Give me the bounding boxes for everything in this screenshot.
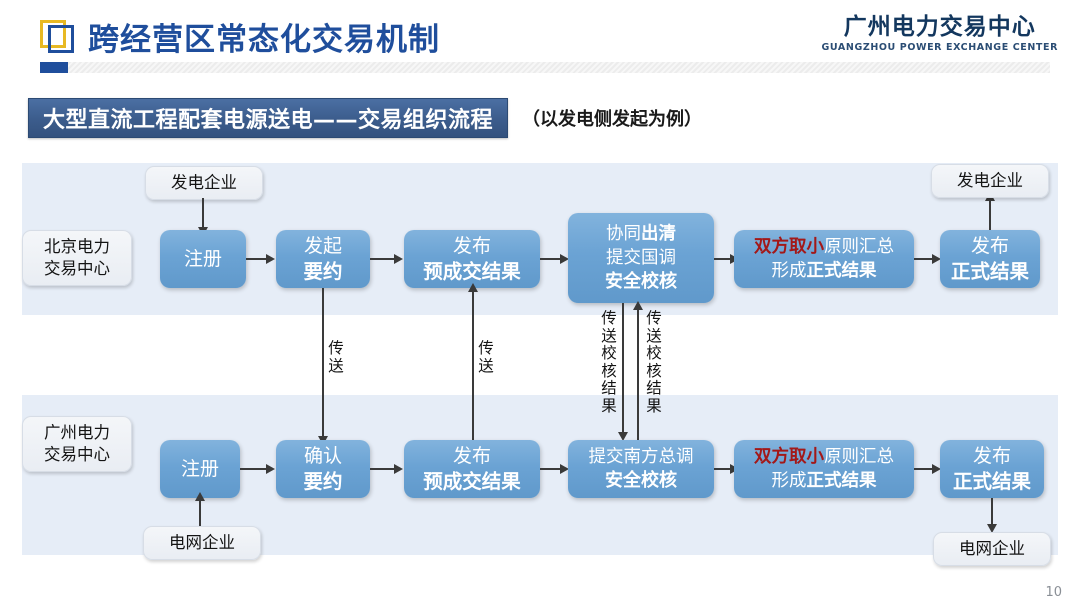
box-gz-confirm-offer[interactable]: 确认 要约: [276, 440, 370, 498]
box-gz-submit-south-dispatch[interactable]: 提交南方总调 安全校核: [568, 440, 714, 498]
connector-transmit-preresult: [472, 288, 474, 440]
box-line: 要约: [303, 469, 343, 493]
brand-name-en: GUANGZHOU POWER EXCHANGE CENTER: [821, 42, 1058, 53]
connector-aggregate-to-publishfinal-bottom: [914, 468, 936, 470]
connector-initiate-to-publishpre: [370, 258, 396, 260]
box-bj-register[interactable]: 注册: [160, 230, 246, 288]
box-bj-aggregate-final[interactable]: 双方取小原则汇总 形成正式结果: [734, 230, 914, 288]
box-line: 预成交结果: [423, 259, 521, 283]
box-line: 发布: [452, 444, 491, 467]
box-line: 注册: [180, 457, 219, 480]
header-divider-tab: [40, 62, 68, 73]
connector-register-to-confirm: [240, 468, 268, 470]
brand-name-cn: 广州电力交易中心: [843, 14, 1036, 40]
chip-gen-company-top-right: 发电企业: [931, 164, 1049, 198]
arrowhead-right: [932, 254, 941, 264]
arrowhead-down: [618, 432, 628, 441]
connector-submitsouth-to-aggregate: [714, 468, 734, 470]
box-line: 协同出清: [606, 224, 676, 244]
section-title-bar: 大型直流工程配套电源送电——交易组织流程: [28, 98, 509, 138]
box-line: 双方取小原则汇总: [754, 237, 894, 257]
box-line: 安全校核: [605, 271, 677, 292]
box-line: 正式结果: [952, 469, 1031, 493]
box-gz-register[interactable]: 注册: [160, 440, 240, 498]
arrowhead-right: [932, 464, 941, 474]
box-line: 要约: [303, 259, 343, 283]
box-bj-coordinated-clearing[interactable]: 协同出清 提交国调 安全校核: [568, 213, 714, 303]
arrowhead-up: [633, 301, 643, 310]
box-gz-aggregate-final[interactable]: 双方取小原则汇总 形成正式结果: [734, 440, 914, 498]
arrowhead-down: [987, 524, 997, 533]
page-number: 10: [1045, 585, 1062, 600]
arrowhead-up: [195, 492, 205, 501]
box-gz-publish-pre-result[interactable]: 发布 预成交结果: [404, 440, 540, 498]
connector-verify-up: [637, 308, 639, 440]
chip-guangzhou-exchange-center: 广州电力 交易中心: [22, 416, 132, 472]
box-line: 形成正式结果: [771, 261, 877, 281]
chip-beijing-exchange-center: 北京电力 交易中心: [22, 230, 132, 286]
slide-header: 跨经营区常态化交易机制 广州电力交易中心 GUANGZHOU POWER EXC…: [0, 0, 1080, 80]
arrowhead-right: [394, 464, 403, 474]
box-line: 注册: [183, 247, 222, 270]
box-line: 确认: [303, 444, 342, 467]
connector-publishpre-to-clearing: [540, 258, 562, 260]
box-line: 发布: [452, 234, 491, 257]
arrowhead-right: [560, 464, 569, 474]
arrowhead-up: [468, 283, 478, 292]
chip-gen-company-top-left: 发电企业: [145, 166, 263, 200]
box-bj-publish-final-result[interactable]: 发布 正式结果: [940, 230, 1040, 288]
box-line: 发起: [303, 234, 342, 257]
blue-square-shape: [48, 25, 74, 53]
label-verify-result-up: 传送校核结果: [646, 309, 662, 415]
connector-publishfinal-to-grid-bottom: [991, 498, 993, 526]
connector-gen-to-register-top: [202, 198, 204, 229]
chip-grid-company-bottom-left: 电网企业: [143, 526, 261, 560]
header-divider: [40, 62, 1050, 73]
connector-clearing-to-aggregate: [714, 258, 734, 260]
connector-transmit-offer: [322, 288, 324, 440]
double-square-icon: [40, 20, 80, 60]
label-verify-result-down: 传送校核结果: [601, 309, 617, 415]
label-transmit-1: 传送: [328, 339, 344, 375]
box-line: 安全校核: [605, 470, 677, 491]
page-title: 跨经营区常态化交易机制: [88, 22, 440, 58]
box-line: 双方取小原则汇总: [754, 447, 894, 467]
flow-diagram: 发电企业 北京电力 交易中心 注册 发起 要约 发布 预成交结果 协同出清 提交…: [0, 150, 1080, 590]
arrowhead-right: [266, 254, 275, 264]
connector-grid-to-register: [199, 498, 201, 526]
arrowhead-right: [394, 254, 403, 264]
connector-confirm-to-publishpre: [370, 468, 396, 470]
box-line: 形成正式结果: [771, 471, 877, 491]
box-gz-publish-final-result[interactable]: 发布 正式结果: [940, 440, 1044, 498]
label-transmit-2: 传送: [478, 339, 494, 375]
box-line: 预成交结果: [423, 469, 521, 493]
connector-register-to-initiate: [246, 258, 268, 260]
gold-square-shape: [40, 20, 66, 48]
connector-publishpre-to-submitsouth: [540, 468, 562, 470]
connector-aggregate-to-publishfinal: [914, 258, 936, 260]
box-line: 发布: [970, 234, 1009, 257]
section-note: （以发电侧发起为例）: [522, 109, 703, 130]
box-bj-initiate-offer[interactable]: 发起 要约: [276, 230, 370, 288]
box-line: 提交南方总调: [588, 447, 694, 467]
connector-verify-down: [622, 303, 624, 435]
box-line: 发布: [972, 444, 1011, 467]
arrowhead-right: [266, 464, 275, 474]
box-line: 正式结果: [950, 259, 1029, 283]
chip-grid-company-bottom-right: 电网企业: [933, 532, 1051, 566]
brand-logo: 广州电力交易中心 GUANGZHOU POWER EXCHANGE CENTER: [822, 14, 1058, 54]
box-bj-publish-pre-result[interactable]: 发布 预成交结果: [404, 230, 540, 288]
connector-publishfinal-to-gen-top: [989, 200, 991, 230]
box-line: 提交国调: [606, 248, 676, 268]
arrowhead-right: [560, 254, 569, 264]
section-title-row: 大型直流工程配套电源送电——交易组织流程 （以发电侧发起为例）: [28, 98, 703, 138]
